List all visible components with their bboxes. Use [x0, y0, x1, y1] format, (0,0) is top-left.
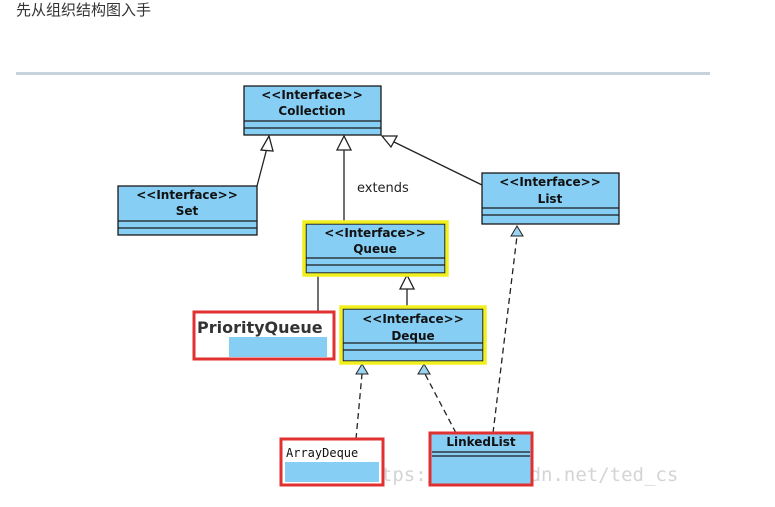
- node-deque: <<Interface>> Deque: [339, 305, 487, 365]
- arrowhead-queue-collection: [335, 134, 353, 151]
- deque-highlight: [339, 305, 487, 365]
- deque-name: Deque: [391, 329, 434, 343]
- queue-stereotype: <<Interface>>: [324, 226, 426, 240]
- edge-arraydeque-deque: [355, 373, 363, 440]
- arrowhead-list-collection: [380, 135, 399, 149]
- deque-stereotype: <<Interface>>: [362, 312, 464, 326]
- edge-linkedlist-deque: [424, 373, 457, 434]
- extends-label: extends: [357, 181, 409, 196]
- set-stereotype: <<Interface>>: [136, 188, 238, 202]
- node-set: <<Interface>> Set: [117, 185, 258, 236]
- arrowhead-linkedlist-list: [510, 225, 524, 237]
- edge-linkedlist-list: [492, 235, 518, 434]
- node-priorityqueue: PriorityQueue: [192, 310, 336, 361]
- arrowhead-linkedlist-deque: [417, 363, 431, 375]
- edge-list-collection: [391, 140, 483, 186]
- list-name: List: [538, 192, 563, 206]
- node-queue: <<Interface>> Queue: [302, 220, 449, 277]
- page-heading: 先从组织结构图入手: [16, 1, 152, 19]
- node-linkedlist: LinkedList: [428, 431, 534, 487]
- arraydeque-name: ArrayDeque: [286, 446, 358, 460]
- node-collection: <<Interface>> Collection: [243, 85, 382, 136]
- linkedlist-name: LinkedList: [446, 435, 516, 449]
- arrowhead-set-collection: [259, 134, 274, 152]
- arrowhead-deque-queue: [398, 273, 416, 290]
- edge-set-collection: [256, 147, 268, 187]
- node-arraydeque: ArrayDeque: [279, 437, 385, 487]
- node-list: <<Interface>> List: [481, 172, 620, 225]
- set-name: Set: [176, 204, 199, 218]
- list-stereotype: <<Interface>>: [499, 175, 601, 189]
- collection-stereotype: <<Interface>>: [261, 88, 363, 102]
- arrowhead-arraydeque-deque: [355, 363, 369, 375]
- collection-name: Collection: [278, 104, 345, 118]
- priorityqueue-name: PriorityQueue: [197, 318, 323, 337]
- queue-highlight: [302, 220, 449, 277]
- queue-name: Queue: [353, 242, 397, 256]
- section-divider: [16, 72, 710, 75]
